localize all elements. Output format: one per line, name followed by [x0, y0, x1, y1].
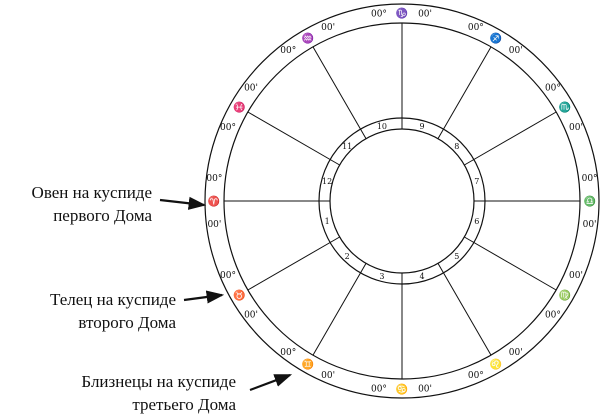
cusp-degree: 00° [582, 174, 598, 184]
arrow-gemini [249, 373, 293, 392]
zodiac-sign-icon: ♊ [302, 357, 314, 370]
cusp-degree: 00° [220, 123, 236, 133]
zodiac-sign-icon: ♏ [559, 101, 571, 114]
house-number: 8 [454, 142, 459, 151]
cusp-minute: 00' [244, 83, 258, 93]
arrow-taurus [183, 290, 225, 304]
house-number: 5 [454, 252, 459, 261]
cusp-minute: 00' [418, 385, 432, 395]
zodiac-sign-icon: ♌ [490, 357, 502, 370]
caption-line: Близнецы на куспиде [81, 372, 236, 391]
zodiac-sign-icon: ♎ [584, 195, 596, 208]
house-number: 9 [420, 122, 425, 131]
cusp-degree: 00° [468, 371, 484, 381]
caption-aries: Овен на куспиде первого Дома [32, 181, 152, 227]
cusp-line [312, 46, 367, 139]
cusp-degree: 00° [371, 385, 387, 395]
cusp-minute: 00' [509, 348, 523, 358]
caption-gemini: Близнецы на куспиде третьего Дома [81, 370, 236, 416]
cusp-minute: 00' [509, 46, 523, 56]
house-number: 10 [377, 122, 387, 131]
house-number: 2 [345, 252, 350, 261]
cusp-degree: 00° [206, 174, 222, 184]
house-number: 11 [342, 142, 352, 151]
zodiac-sign-icon: ♉ [233, 289, 245, 302]
cusp-minute: 00' [583, 220, 597, 230]
cusp-degree: 00° [468, 23, 484, 33]
cusp-minute: 00' [569, 271, 583, 281]
cusp-minute: 00' [244, 311, 258, 321]
house-number: 6 [474, 217, 479, 226]
cusp-line [437, 263, 492, 356]
caption-line: второго Дома [78, 313, 176, 332]
cusp-line [437, 46, 492, 139]
cusp-degree: 00° [280, 348, 296, 358]
cusp-degree: 00° [220, 271, 236, 281]
caption-line: третьего Дома [132, 395, 236, 414]
cusp-minute: 00' [569, 123, 583, 133]
caption-line: Телец на куспиде [49, 290, 176, 309]
zodiac-sign-icon: ♋ [396, 383, 408, 396]
cusp-degree: 00° [280, 46, 296, 56]
zodiac-sign-icon: ♐ [490, 32, 502, 45]
cusp-line [464, 236, 557, 291]
house-number: 7 [474, 177, 479, 186]
cusp-degree: 00° [545, 83, 561, 93]
caption-line: первого Дома [53, 206, 152, 225]
caption-taurus: Телец на куспиде второго Дома [50, 288, 176, 334]
caption-line: Овен на куспиде [31, 183, 152, 202]
house-number: 12 [322, 177, 332, 186]
cusp-degree: 00° [371, 9, 387, 19]
house-number: 4 [420, 272, 425, 281]
house-number: 1 [325, 217, 330, 226]
cusp-line [247, 236, 340, 291]
cusp-line [312, 263, 367, 356]
zodiac-sign-icon: ♑ [396, 7, 408, 20]
zodiac-sign-icon: ♓ [233, 101, 245, 114]
cusp-degree: 00° [545, 311, 561, 321]
cusp-minute: 00' [321, 23, 335, 33]
cusp-minute: 00' [207, 220, 221, 230]
zodiac-sign-icon: ♍ [559, 289, 571, 302]
cusp-minute: 00' [321, 371, 335, 381]
zodiac-sign-icon: ♈ [208, 195, 220, 208]
cusp-line [247, 111, 340, 166]
house-number: 3 [379, 272, 384, 281]
cusp-minute: 00' [418, 9, 432, 19]
zodiac-sign-icon: ♒ [302, 32, 314, 45]
cusp-line [464, 111, 557, 166]
arrow-aries [159, 196, 207, 210]
